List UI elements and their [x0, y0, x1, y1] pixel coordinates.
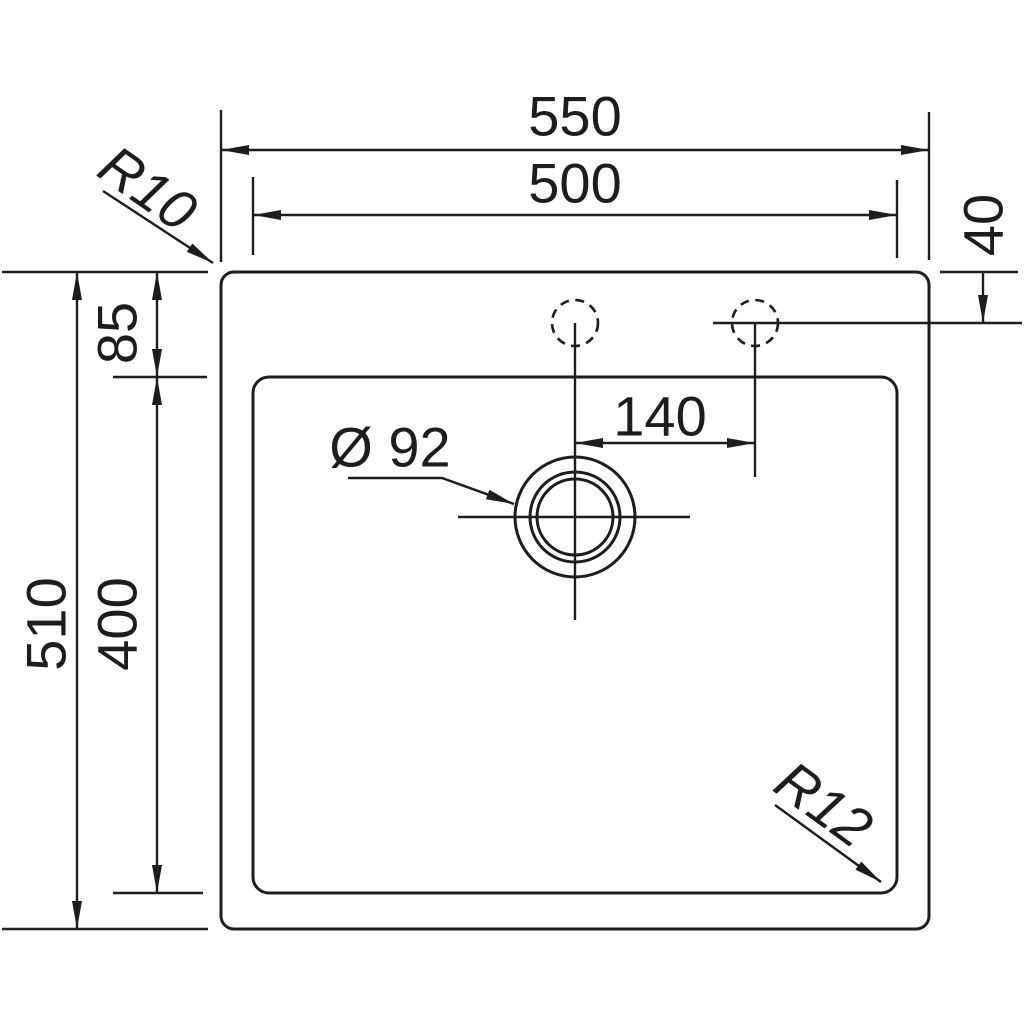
dim-label-bowl-radius: R12	[764, 748, 884, 859]
dimension-labels: 550 500 140 Ø 92 40 85 510 400 R10 R12	[15, 85, 1015, 860]
dim-label-outer-radius: R10	[88, 133, 208, 244]
dimension-lines	[72, 145, 988, 929]
dim-label-tap-offset: 40	[952, 194, 1015, 256]
leader-lines	[102, 189, 882, 883]
dim-label-bowl-depth: 400	[86, 577, 149, 670]
dim-label-overall-depth: 510	[15, 577, 78, 670]
leader-r12	[774, 804, 882, 883]
sink-outer-outline	[219, 270, 931, 931]
dim-label-bowl-width: 500	[528, 152, 621, 215]
dim-label-tap-spacing: 140	[613, 385, 706, 448]
reference-lines	[458, 321, 1022, 620]
dim-label-overall-width: 550	[528, 85, 621, 148]
dim-label-drain-diameter: Ø 92	[329, 416, 450, 479]
dim-label-rim-to-bowl: 85	[86, 302, 149, 364]
leader-r10	[102, 189, 214, 265]
extension-lines	[2, 110, 1018, 931]
leader-drain-diameter	[348, 476, 515, 506]
